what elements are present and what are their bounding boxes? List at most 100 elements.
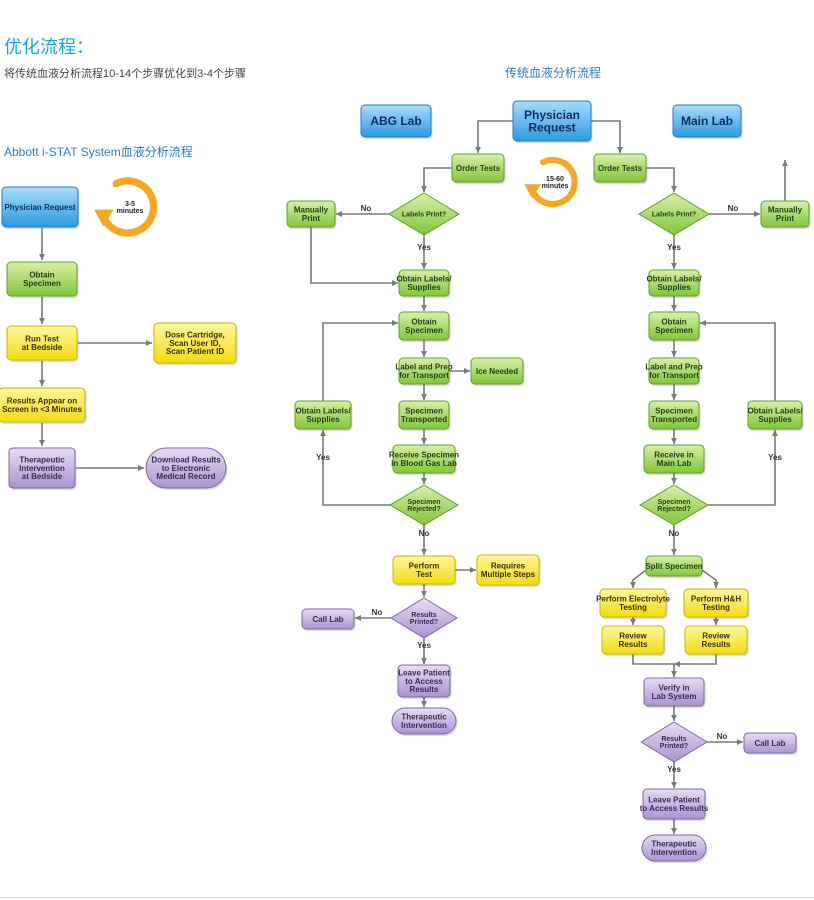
istat-obtain-specimen-label: Specimen — [23, 279, 61, 288]
main-specimen-transported-shape — [648, 400, 700, 430]
abg-results-printed-label: Results — [411, 612, 436, 619]
main-results-printed-label: Results — [661, 736, 686, 743]
abg-specimen-transported-shape — [398, 400, 450, 430]
abg-label-no-3: No — [372, 608, 383, 617]
main-edge-review-h-verify — [674, 654, 717, 667]
abg-receive-specimen-label: in Blood Gas Lab — [391, 459, 457, 468]
abg-obtain-labels-label: Supplies — [407, 283, 441, 292]
trad-timer-label: 15-60 — [546, 176, 564, 183]
main-results-printed-shape — [640, 721, 708, 763]
istat-results-appear-shape — [0, 387, 86, 423]
main-specimen-transported-label: Transported — [651, 415, 697, 424]
main-obtain-labels-retry-shape — [747, 400, 803, 430]
abg-labels-print-label: Labels Print? — [402, 211, 446, 218]
main-obtain-labels: Obtain Labels/Supplies — [646, 269, 702, 298]
main-verify-label: Verify in — [658, 684, 689, 693]
istat-flow-title: Abbott i-STAT System血液分析流程 — [4, 145, 193, 159]
main-label-yes-3: Yes — [667, 765, 681, 774]
abg-edge-retry-specimen — [322, 320, 398, 401]
abg-obtain-labels-retry-label: Obtain Labels/ — [295, 407, 351, 416]
abg-obtain-specimen-label: Obtain — [411, 318, 436, 327]
main-perform-electrolyte-label: Perform Electrolyte — [596, 595, 670, 604]
istat-download-results-label: to Electronic — [162, 464, 211, 473]
main-label-no-1: No — [728, 204, 739, 213]
istat-download-results-shape — [145, 447, 227, 489]
edge-abg-order-to-labels — [421, 167, 452, 192]
istat-run-test-shape — [6, 325, 78, 361]
main-labels-print-shape — [638, 192, 710, 236]
main-lab-header-shape — [672, 104, 742, 138]
main-leave-patient-shape — [642, 788, 706, 820]
main-lab-header-label: Main Lab — [681, 114, 733, 128]
istat-download-results-label: Download Results — [151, 455, 221, 464]
abg-label-no-2: No — [419, 529, 430, 538]
main-obtain-labels-retry-label: Supplies — [758, 415, 792, 424]
abg-labels-print-shape — [388, 192, 460, 236]
page-heading: 优化流程： — [4, 37, 94, 57]
istat-physician-request-shape — [1, 186, 79, 228]
abg-labels-print: Labels Print? — [388, 192, 460, 236]
abg-call-lab-shape — [301, 608, 355, 630]
main-obtain-labels-retry-label: Obtain Labels/ — [747, 407, 803, 416]
abg-call-lab-label: Call Lab — [312, 615, 343, 624]
abg-label-yes-1: Yes — [417, 243, 431, 252]
abg-specimen-rejected-label: Specimen — [407, 499, 440, 506]
istat-run-test-label: Run Test — [25, 335, 59, 344]
main-specimen-rejected-shape — [639, 484, 709, 526]
main-specimen-rejected-label: Specimen — [657, 499, 690, 506]
main-review-hh-shape — [684, 625, 748, 655]
abg-edge-rejected-yes — [320, 430, 390, 506]
abg-perform-test-shape — [392, 555, 456, 585]
trad-physician-request-label: Request — [528, 121, 575, 135]
main-edge-rejected-yes — [708, 430, 778, 506]
abg-leave-patient-label: Results — [410, 685, 439, 694]
istat-timer-label: 3-5 — [125, 201, 135, 208]
main-call-lab: Call Lab — [743, 732, 798, 755]
abg-obtain-specimen-shape — [398, 311, 450, 341]
abg-specimen-rejected-shape — [389, 484, 459, 526]
abg-ice-needed-shape — [470, 357, 524, 385]
abg-obtain-labels-retry: Obtain Labels/Supplies — [294, 400, 353, 431]
istat-dose-cartridge-label: Dose Cartridge, — [165, 330, 225, 339]
trad-timer-label: minutes — [542, 183, 569, 190]
main-order-tests: Order Tests — [593, 153, 648, 184]
istat-download-results-label: Medical Record — [156, 472, 215, 481]
abg-leave-patient-label: to Access — [405, 677, 443, 686]
istat-therapeutic-label: Therapeutic — [19, 455, 65, 464]
main-lab-header: Main Lab — [672, 104, 743, 139]
abg-call-lab: Call Lab — [301, 608, 356, 631]
main-leave-patient-label: Leave Patient — [648, 796, 700, 805]
trad-physician-request-label: Physician — [524, 108, 580, 122]
main-manually-print-label: Print — [776, 214, 795, 223]
main-edge-retry-specimen — [700, 320, 776, 401]
traditional-flow-title: 传统血液分析流程 — [505, 66, 602, 80]
main-obtain-specimen-shape — [648, 311, 700, 341]
istat-dose-cartridge-label: Scan Patient ID — [166, 347, 224, 356]
abg-obtain-labels-retry-label: Supplies — [306, 415, 340, 424]
abg-manually-print-label: Print — [302, 214, 321, 223]
abg-lab-header-label: ABG Lab — [370, 114, 421, 128]
trad-timer-arrowhead — [524, 184, 541, 199]
main-receive-label: Main Lab — [657, 459, 692, 468]
abg-therapeutic-label: Therapeutic — [401, 713, 447, 722]
abg-leave-patient-shape — [397, 664, 451, 698]
istat-obtain-specimen-label: Obtain — [29, 271, 54, 280]
abg-therapeutic-shape — [391, 707, 457, 735]
abg-perform-test-label: Test — [416, 570, 432, 579]
main-edge-split-hh — [701, 569, 719, 588]
main-obtain-labels-shape — [648, 269, 700, 297]
main-order-tests-shape — [593, 153, 647, 183]
abg-ice-needed: Ice Needed — [470, 357, 525, 386]
